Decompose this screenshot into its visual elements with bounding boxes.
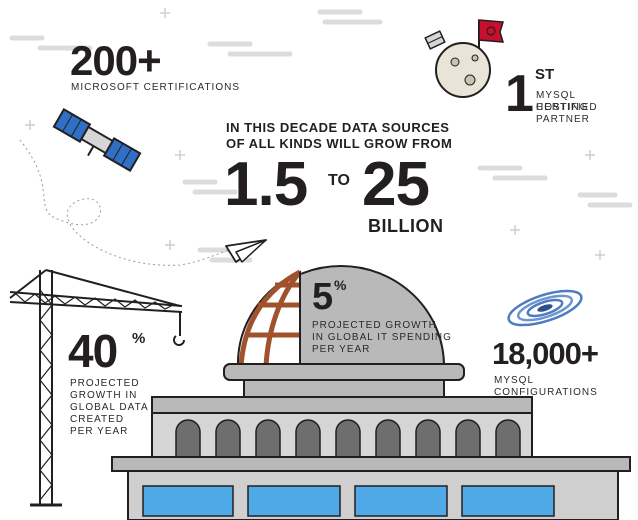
observatory-icon <box>111 265 631 520</box>
mysql-partner-line1: MYSQL CERTIFIED <box>536 90 598 113</box>
global-data-line4: CREATED <box>70 414 125 425</box>
global-data-line5: PER YEAR <box>70 426 129 437</box>
it-spending-line3: PER YEAR <box>312 344 371 355</box>
growth-to-value: 25 <box>362 150 430 219</box>
growth-to-word: TO <box>328 172 350 189</box>
global-data-value: 40 <box>68 325 118 377</box>
crane-icon <box>9 269 185 507</box>
certifications-value: 200+ <box>70 37 162 84</box>
satellite-icon <box>52 107 142 173</box>
flight-trail <box>19 139 229 266</box>
global-data-line1: PROJECTED <box>70 378 140 389</box>
global-data-line2: GROWTH IN <box>70 390 138 401</box>
certifications-label: MICROSOFT CERTIFICATIONS <box>71 82 241 93</box>
growth-from-value: 1.5 <box>224 150 308 219</box>
growth-headline-line2: OF ALL KINDS WILL GROW FROM <box>226 136 453 151</box>
it-spending-line1: PROJECTED GROWTH <box>312 320 437 331</box>
sparkle-doodles <box>25 8 605 260</box>
galaxy-icon <box>507 289 583 327</box>
flag-icon <box>478 19 505 48</box>
mysql-partner-rank-suffix: ST <box>535 66 555 83</box>
mysql-partner-rank: 1 <box>505 65 534 123</box>
mysql-configs-label: MYSQL CONFIGURATIONS <box>494 375 598 398</box>
paper-plane-icon <box>225 239 267 263</box>
it-spending-unit: % <box>334 277 347 293</box>
moon-icon <box>435 42 491 98</box>
mysql-partner-line2: HOSTING PARTNER <box>536 102 590 125</box>
growth-unit: BILLION <box>368 216 444 236</box>
growth-headline-line1: IN THIS DECADE DATA SOURCES <box>226 120 450 135</box>
it-spending-value: 5 <box>312 276 333 318</box>
it-spending-line2: IN GLOBAL IT SPENDING <box>312 332 452 343</box>
mysql-configs-value: 18,000+ <box>492 336 599 371</box>
global-data-unit: % <box>132 330 146 347</box>
global-data-line3: GLOBAL DATA <box>70 402 149 413</box>
rover-icon <box>424 30 446 50</box>
